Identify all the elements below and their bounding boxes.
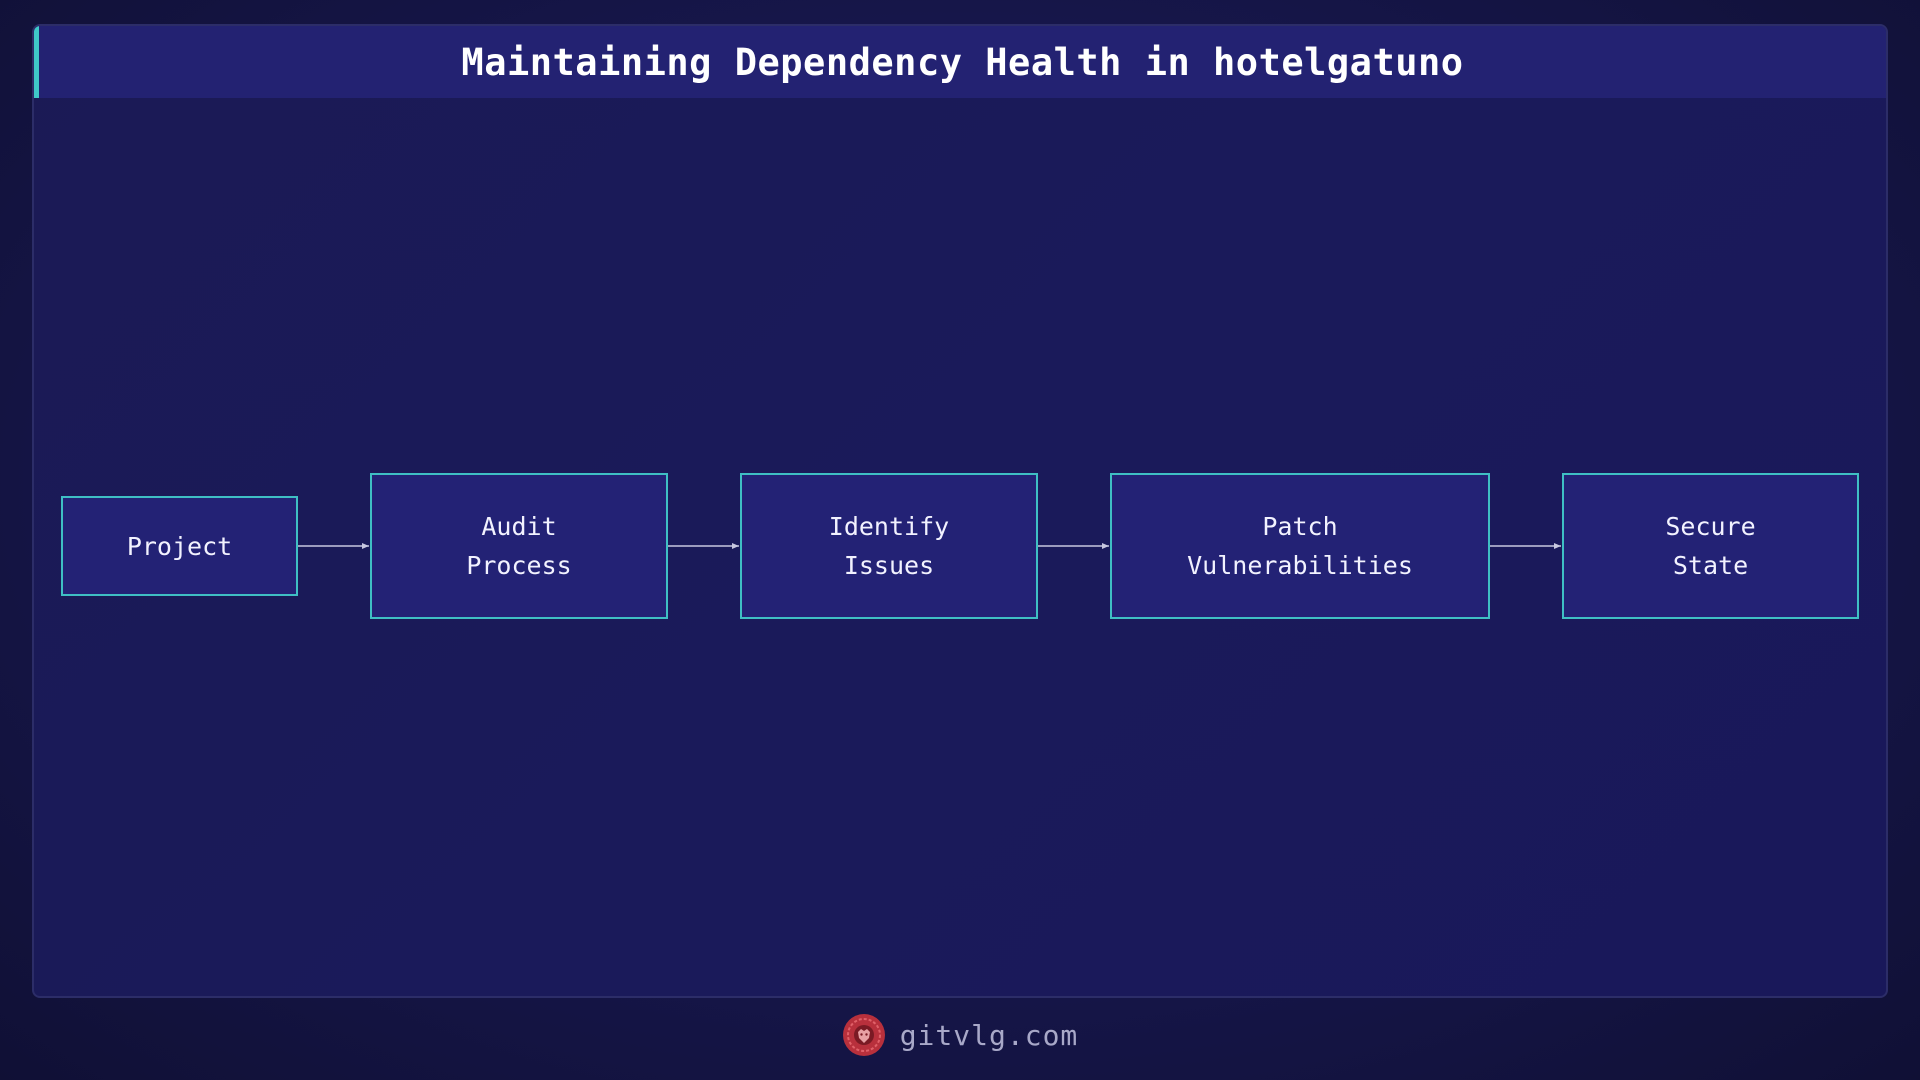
page-title: Maintaining Dependency Health in hotelga…: [461, 40, 1464, 84]
footer-site-link[interactable]: gitvlg.com: [899, 1018, 1079, 1052]
node-identify-issues: Identify Issues: [740, 473, 1038, 619]
footer: gitvlg.com: [0, 1010, 1920, 1060]
node-secure-state: Secure State: [1562, 473, 1859, 619]
node-project: Project: [61, 496, 298, 596]
title-bar: Maintaining Dependency Health in hotelga…: [34, 26, 1886, 98]
lion-logo-icon: [842, 1014, 885, 1056]
node-audit-process: Audit Process: [370, 473, 668, 619]
node-patch-vulnerabilities: Patch Vulnerabilities: [1110, 473, 1490, 619]
